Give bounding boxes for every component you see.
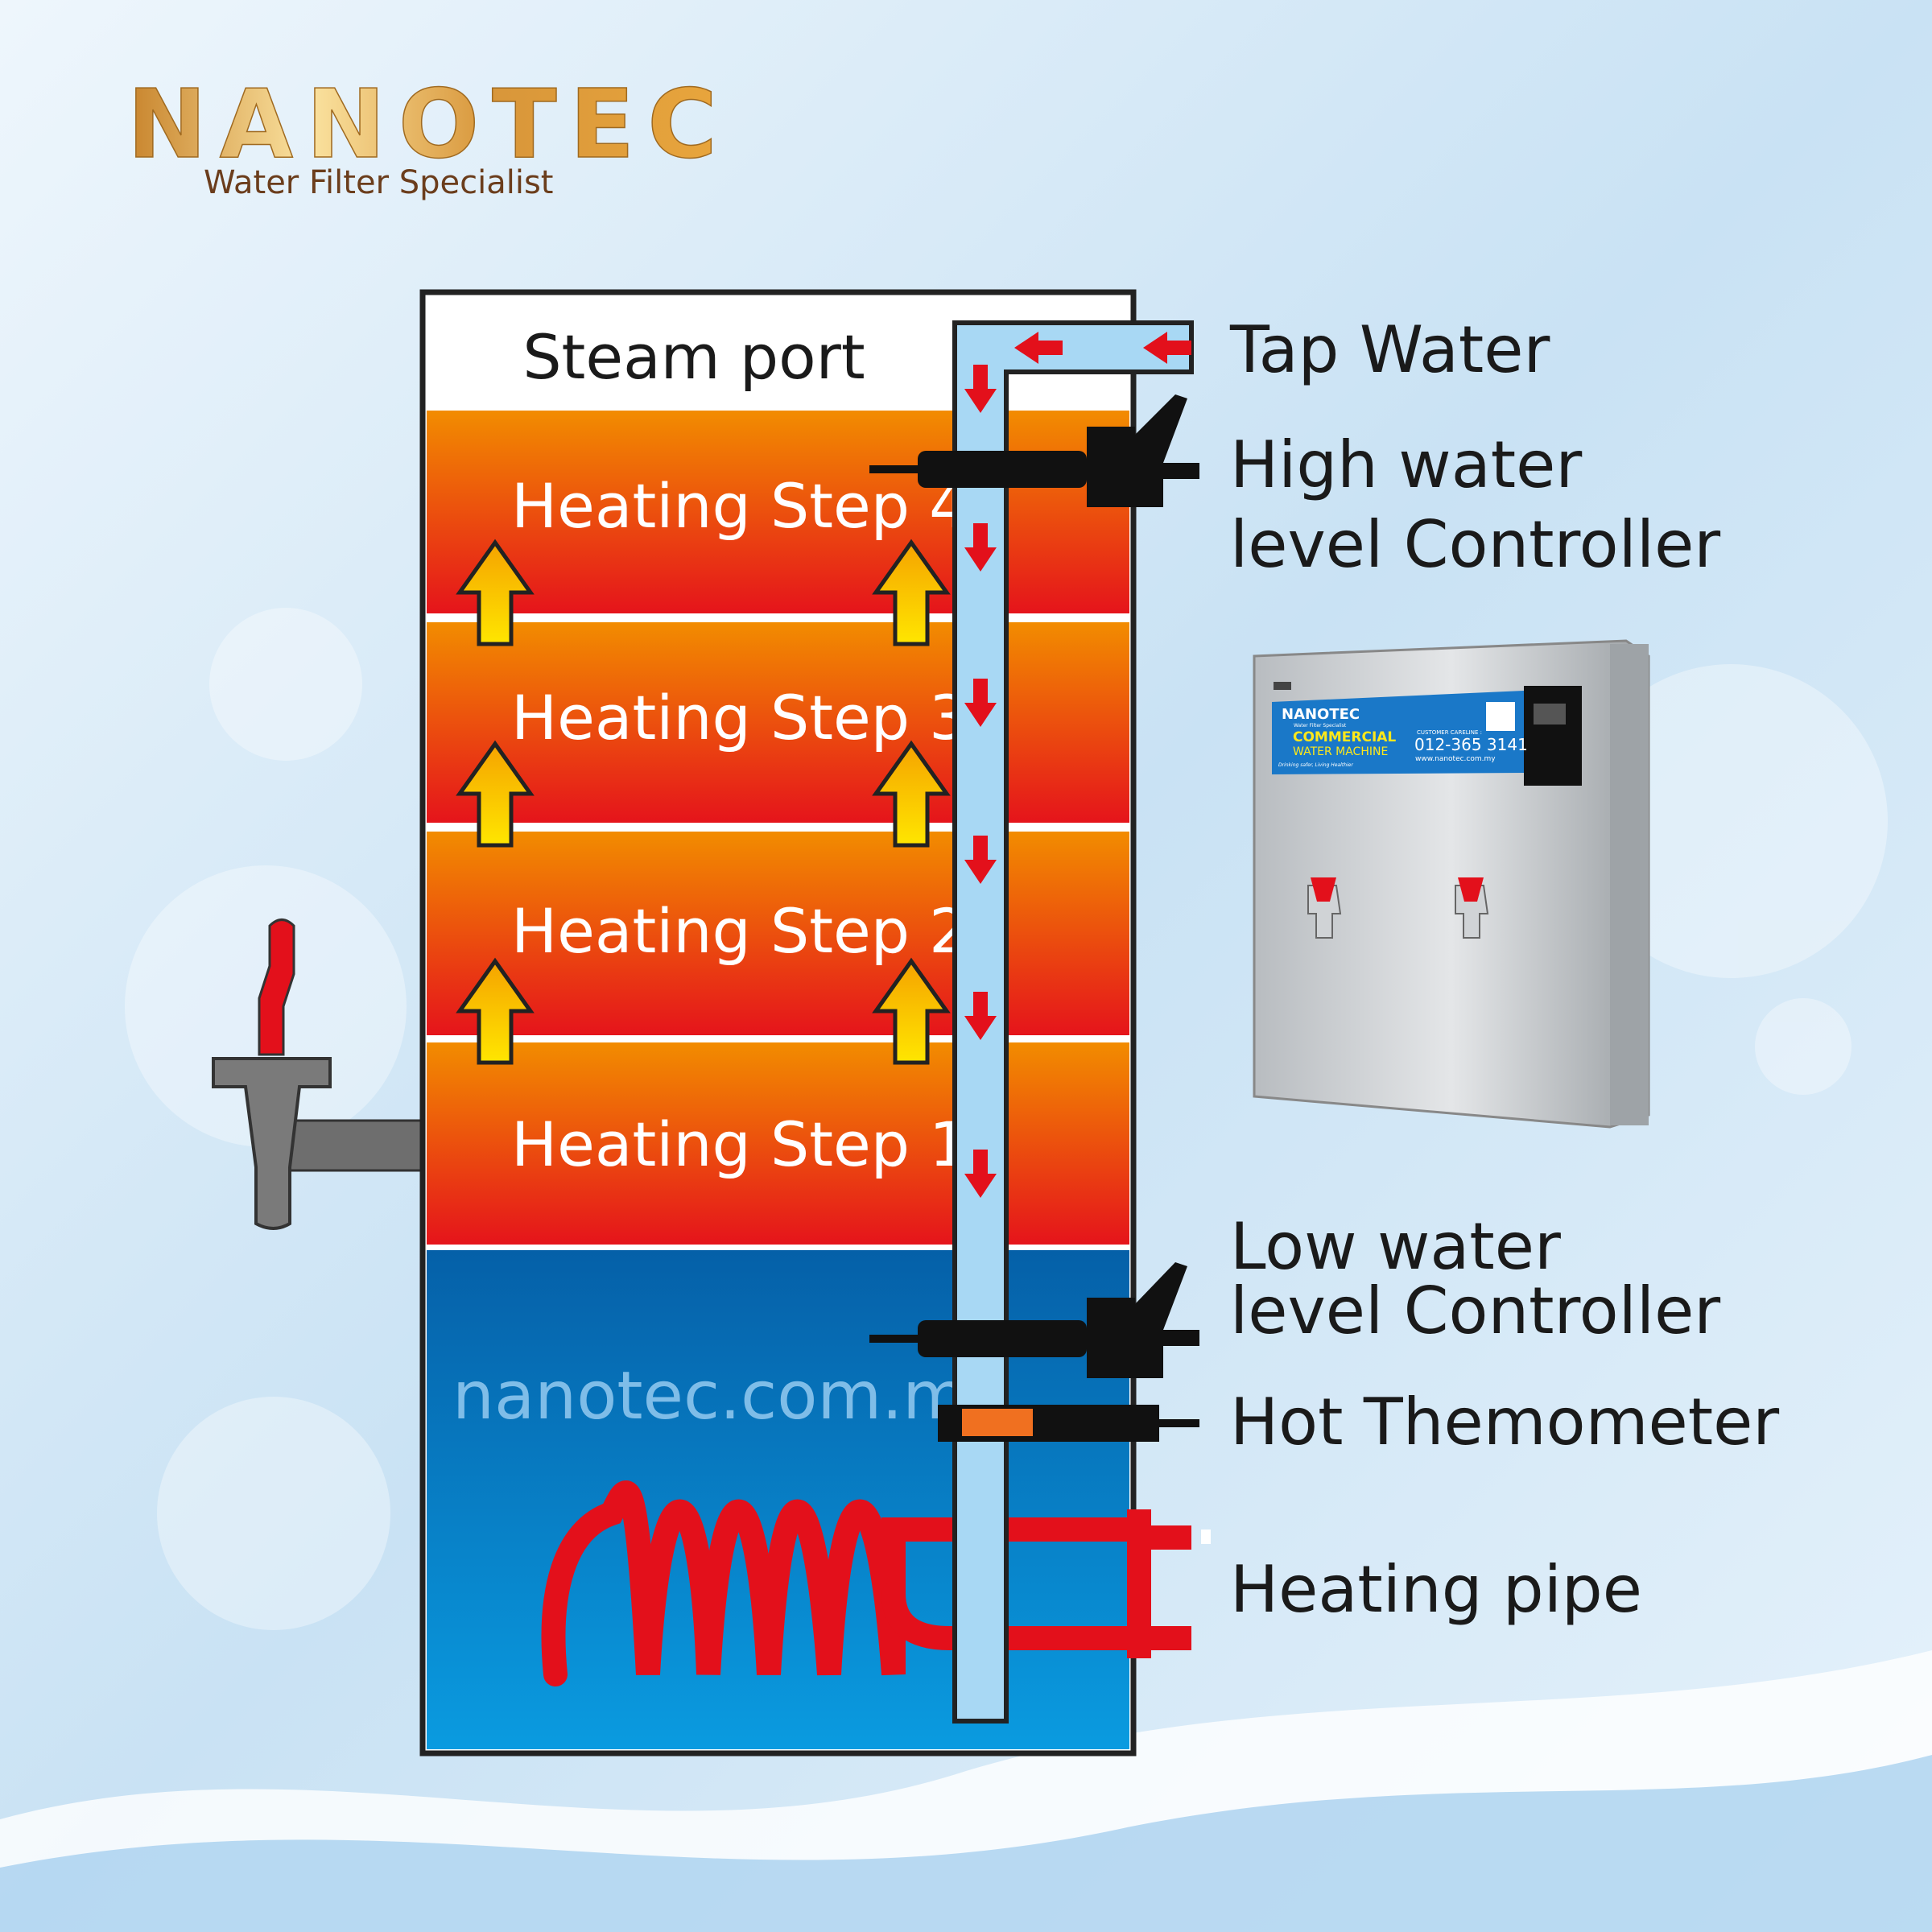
- heating-pipe-coil: [541, 1480, 1211, 1686]
- bubbles: [125, 608, 1888, 1630]
- svg-text:CUSTOMER CARELINE :: CUSTOMER CARELINE :: [1417, 729, 1482, 736]
- svg-text:COMMERCIAL: COMMERCIAL: [1293, 729, 1396, 745]
- svg-text:Drinking safer, Living Healthi: Drinking safer, Living Healthier: [1278, 762, 1353, 768]
- low-water-label-1: Low water: [1230, 1209, 1561, 1284]
- low-level-controller-icon: [869, 1262, 1199, 1378]
- svg-text:012-365 3141: 012-365 3141: [1414, 735, 1528, 754]
- svg-text:Water Filter Specialist: Water Filter Specialist: [1294, 723, 1347, 729]
- low-water-label-2: level Controller: [1230, 1274, 1720, 1348]
- heating-step-2-label: Heating Step 2: [511, 895, 968, 967]
- heating-step-3-label: Heating Step 3: [511, 682, 968, 753]
- high-water-label-1: High water: [1230, 427, 1582, 502]
- heating-step-4-label: Heating Step 4: [511, 470, 968, 542]
- heating-zone-3: [427, 622, 1129, 823]
- watermark: nanotec.com.my: [452, 1358, 1006, 1435]
- thermometer-icon: [938, 1405, 1199, 1442]
- high-water-label-2: level Controller: [1230, 507, 1720, 582]
- thermometer-label: Hot Themometer: [1230, 1385, 1779, 1459]
- logo-brand: NANOTEC: [127, 68, 730, 180]
- heating-zone-2: [427, 832, 1129, 1035]
- steam-port-label: Steam port: [522, 321, 865, 393]
- svg-text:WATER MACHINE: WATER MACHINE: [1293, 745, 1388, 758]
- heating-zone-1: [427, 1042, 1129, 1245]
- water-wave: [0, 1650, 1932, 1932]
- tank: [419, 289, 1137, 1757]
- heating-zone-4: [427, 411, 1129, 613]
- high-level-controller-icon: [869, 394, 1199, 507]
- water-machine-photo: NANOTEC Water Filter Specialist COMMERCI…: [1253, 639, 1650, 1129]
- heating-step-1-label: Heating Step 1: [511, 1108, 968, 1180]
- svg-text:www.nanotec.com.my: www.nanotec.com.my: [1415, 755, 1496, 763]
- tap-water-label: Tap Water: [1229, 312, 1550, 387]
- faucet-icon[interactable]: [212, 919, 428, 1230]
- svg-text:NANOTEC: NANOTEC: [1282, 706, 1360, 723]
- logo-tagline: Water Filter Specialist: [204, 164, 554, 201]
- heating-pipe-label: Heating pipe: [1230, 1552, 1642, 1627]
